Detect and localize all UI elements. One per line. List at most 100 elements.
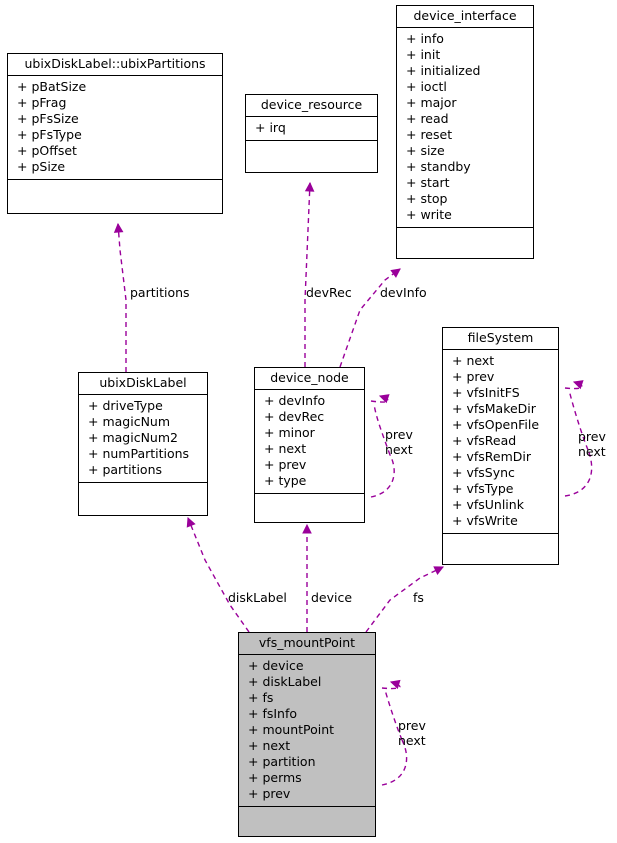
edge-label-partitions: partitions (130, 285, 190, 300)
class-title: fileSystem (443, 328, 558, 350)
edge-label-disklabel: diskLabel (228, 590, 287, 605)
member-row: + next (264, 441, 307, 456)
class-operations (79, 483, 207, 507)
class-members: + pBatSize + pFrag + pFsSize + pFsType +… (8, 76, 222, 180)
member-row: + diskLabel (248, 674, 322, 689)
class-box-device-node[interactable]: device_node + devInfo + devRec + minor +… (254, 367, 365, 523)
edge-devRec (304, 181, 315, 367)
member-row: + write (406, 207, 452, 222)
class-title: ubixDiskLabel (79, 373, 207, 395)
edge-label-devrec: devRec (306, 285, 352, 300)
member-row: + partitions (88, 462, 163, 477)
class-box-filesystem[interactable]: fileSystem + next + prev + vfsInitFS + v… (442, 327, 559, 565)
member-row: + read (406, 111, 449, 126)
edge-label-device-node-prevnext: prev next (385, 427, 413, 457)
member-row: + mountPoint (248, 722, 335, 737)
member-row: + partition (248, 754, 316, 769)
class-title: device_resource (246, 95, 377, 117)
class-operations (239, 807, 375, 831)
member-row: + magicNum2 (88, 430, 178, 445)
class-box-device-resource[interactable]: device_resource + irq (245, 94, 378, 173)
class-members: + driveType + magicNum + magicNum2 + num… (79, 395, 207, 483)
class-box-ubix-disk-label[interactable]: ubixDiskLabel + driveType + magicNum + m… (78, 372, 208, 516)
member-row: + size (406, 143, 445, 158)
class-box-vfs-mountpoint[interactable]: vfs_mountPoint + device + diskLabel + fs… (238, 632, 376, 837)
edge-devInfo (339, 268, 401, 368)
class-title: vfs_mountPoint (239, 633, 375, 655)
edge-label-filesystem-prevnext: prev next (578, 429, 606, 459)
class-operations (8, 180, 222, 204)
member-row: + numPartitions (88, 446, 190, 461)
edge-label-line: next (578, 444, 606, 459)
member-row: + vfsOpenFile (452, 417, 540, 432)
member-row: + fs (248, 690, 274, 705)
member-row: + type (264, 473, 307, 488)
member-row: + info (406, 31, 444, 46)
member-row: + major (406, 95, 457, 110)
member-row: + next (452, 353, 495, 368)
class-title: ubixDiskLabel::ubixPartitions (8, 54, 222, 76)
member-row: + prev (248, 786, 291, 801)
class-title: device_node (255, 368, 364, 390)
class-box-device-interface[interactable]: device_interface + info + init + initial… (396, 5, 534, 259)
edge-diskLabel (186, 516, 250, 633)
member-row: + pFsSize (17, 111, 79, 126)
class-operations (397, 228, 533, 252)
class-members: + devInfo + devRec + minor + next + prev… (255, 390, 364, 494)
edge-label-device: device (311, 590, 353, 605)
edge-label-line: next (398, 733, 426, 748)
member-row: + vfsRemDir (452, 449, 531, 464)
class-operations (246, 141, 377, 165)
class-operations (443, 534, 558, 558)
class-title: device_interface (397, 6, 533, 28)
member-row: + vfsRead (452, 433, 517, 448)
edge-label-mountpoint-prevnext: prev next (398, 718, 426, 748)
member-row: + pFsType (17, 127, 82, 142)
member-row: + stop (406, 191, 448, 206)
edge-device-node-prevnext (370, 394, 395, 498)
member-row: + vfsType (452, 481, 514, 496)
class-members: + device + diskLabel + fs + fsInfo + mou… (239, 655, 375, 807)
edge-filesystem-prevnext (564, 380, 593, 497)
member-row: + pSize (17, 159, 66, 174)
member-row: + pBatSize (17, 79, 87, 94)
class-box-ubix-partitions[interactable]: ubixDiskLabel::ubixPartitions + pBatSize… (7, 53, 223, 214)
member-row: + minor (264, 425, 315, 440)
edge-partitions (113, 222, 127, 372)
member-row: + irq (255, 120, 286, 135)
member-row: + perms (248, 770, 302, 785)
member-row: + initialized (406, 63, 481, 78)
member-row: + vfsUnlink (452, 497, 524, 512)
member-row: + prev (264, 457, 307, 472)
member-row: + init (406, 47, 441, 62)
edge-mountpoint-prevnext (381, 679, 408, 786)
edge-label-line: prev (398, 718, 426, 733)
edge-fs (365, 566, 445, 633)
member-row: + driveType (88, 398, 163, 413)
edge-label-devinfo: devInfo (380, 285, 427, 300)
member-row: + device (248, 658, 304, 673)
edge-label-fs: fs (413, 590, 424, 605)
member-row: + vfsSync (452, 465, 515, 480)
member-row: + magicNum (88, 414, 171, 429)
member-row: + fsInfo (248, 706, 298, 721)
class-members: + info + init + initialized + ioctl + ma… (397, 28, 533, 228)
member-row: + standby (406, 159, 471, 174)
class-members: + next + prev + vfsInitFS + vfsMakeDir +… (443, 350, 558, 534)
member-row: + start (406, 175, 450, 190)
member-row: + prev (452, 369, 495, 384)
edge-label-line: prev (578, 429, 606, 444)
member-row: + next (248, 738, 291, 753)
member-row: + vfsInitFS (452, 385, 520, 400)
member-row: + ioctl (406, 79, 447, 94)
member-row: + devRec (264, 409, 325, 424)
member-row: + vfsMakeDir (452, 401, 536, 416)
member-row: + vfsWrite (452, 513, 518, 528)
member-row: + reset (406, 127, 453, 142)
edge-label-line: next (385, 442, 413, 457)
class-members: + irq (246, 117, 377, 141)
member-row: + pOffset (17, 143, 77, 158)
class-operations (255, 494, 364, 518)
